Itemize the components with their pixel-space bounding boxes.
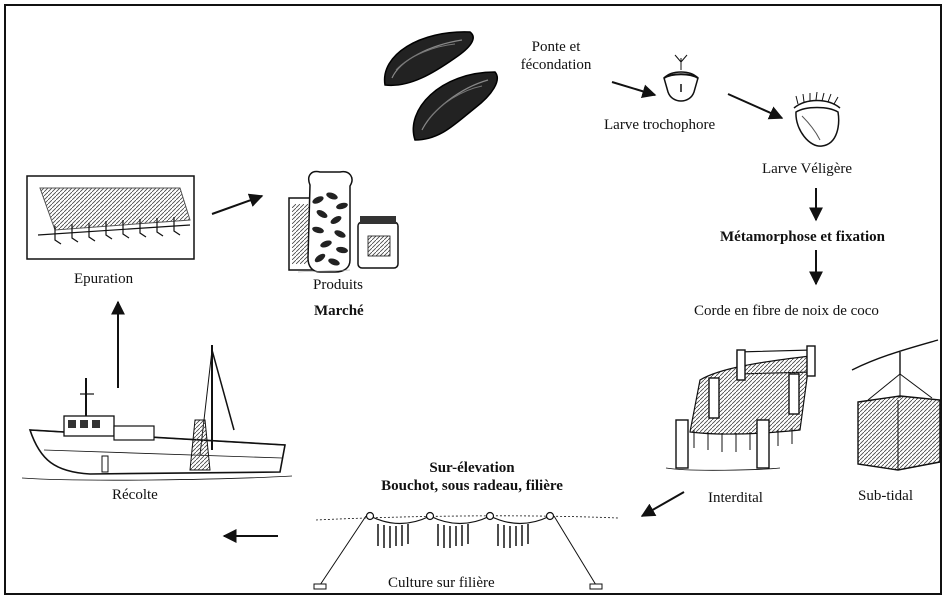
- label-interdital: Interdital: [708, 490, 763, 506]
- label-corde-fibre-coco: Corde en fibre de noix de coco: [694, 303, 879, 319]
- trochophore-larva-icon: [663, 54, 699, 102]
- label-larve-trochophore: Larve trochophore: [604, 117, 716, 133]
- mussel-shell-top-icon: [383, 31, 474, 87]
- label-culture-sur-filiere: Culture sur filière: [388, 575, 495, 591]
- label-produits: Produits: [313, 277, 364, 293]
- mussel-shell-bottom-icon: [412, 71, 498, 141]
- label-metamorphose-fixation: Métamorphose et fixation: [720, 229, 885, 245]
- label-recolte: Récolte: [112, 487, 158, 503]
- products-jars-icon: [288, 170, 399, 273]
- veliger-larva-icon: [793, 91, 841, 147]
- label-bouchot-radeau-filiere: Bouchot, sous radeau, filière: [381, 478, 563, 494]
- longline-culture-icon: [313, 511, 619, 590]
- label-epuration: Epuration: [74, 271, 134, 287]
- label-ponte-fecondation: Ponte et fécondation: [520, 39, 592, 73]
- arrow-ponte-to-trochophore: [611, 81, 657, 99]
- epuration-basin-icon: [26, 175, 195, 260]
- arrow-epuration-to-produits: [211, 193, 264, 215]
- label-sur-elevation: Sur-élevation: [429, 460, 515, 476]
- arrow-interdital-to-culture: [640, 491, 685, 517]
- interdital-bouchot-icon: [665, 345, 816, 471]
- label-sub-tidal: Sub-tidal: [858, 488, 913, 504]
- label-marche: Marché: [314, 303, 364, 319]
- fishing-boat-icon: [21, 345, 293, 481]
- arrow-trochophore-to-veligere: [727, 93, 784, 120]
- label-larve-veligere: Larve Véligère: [762, 161, 853, 177]
- subtidal-cage-icon: [851, 339, 941, 471]
